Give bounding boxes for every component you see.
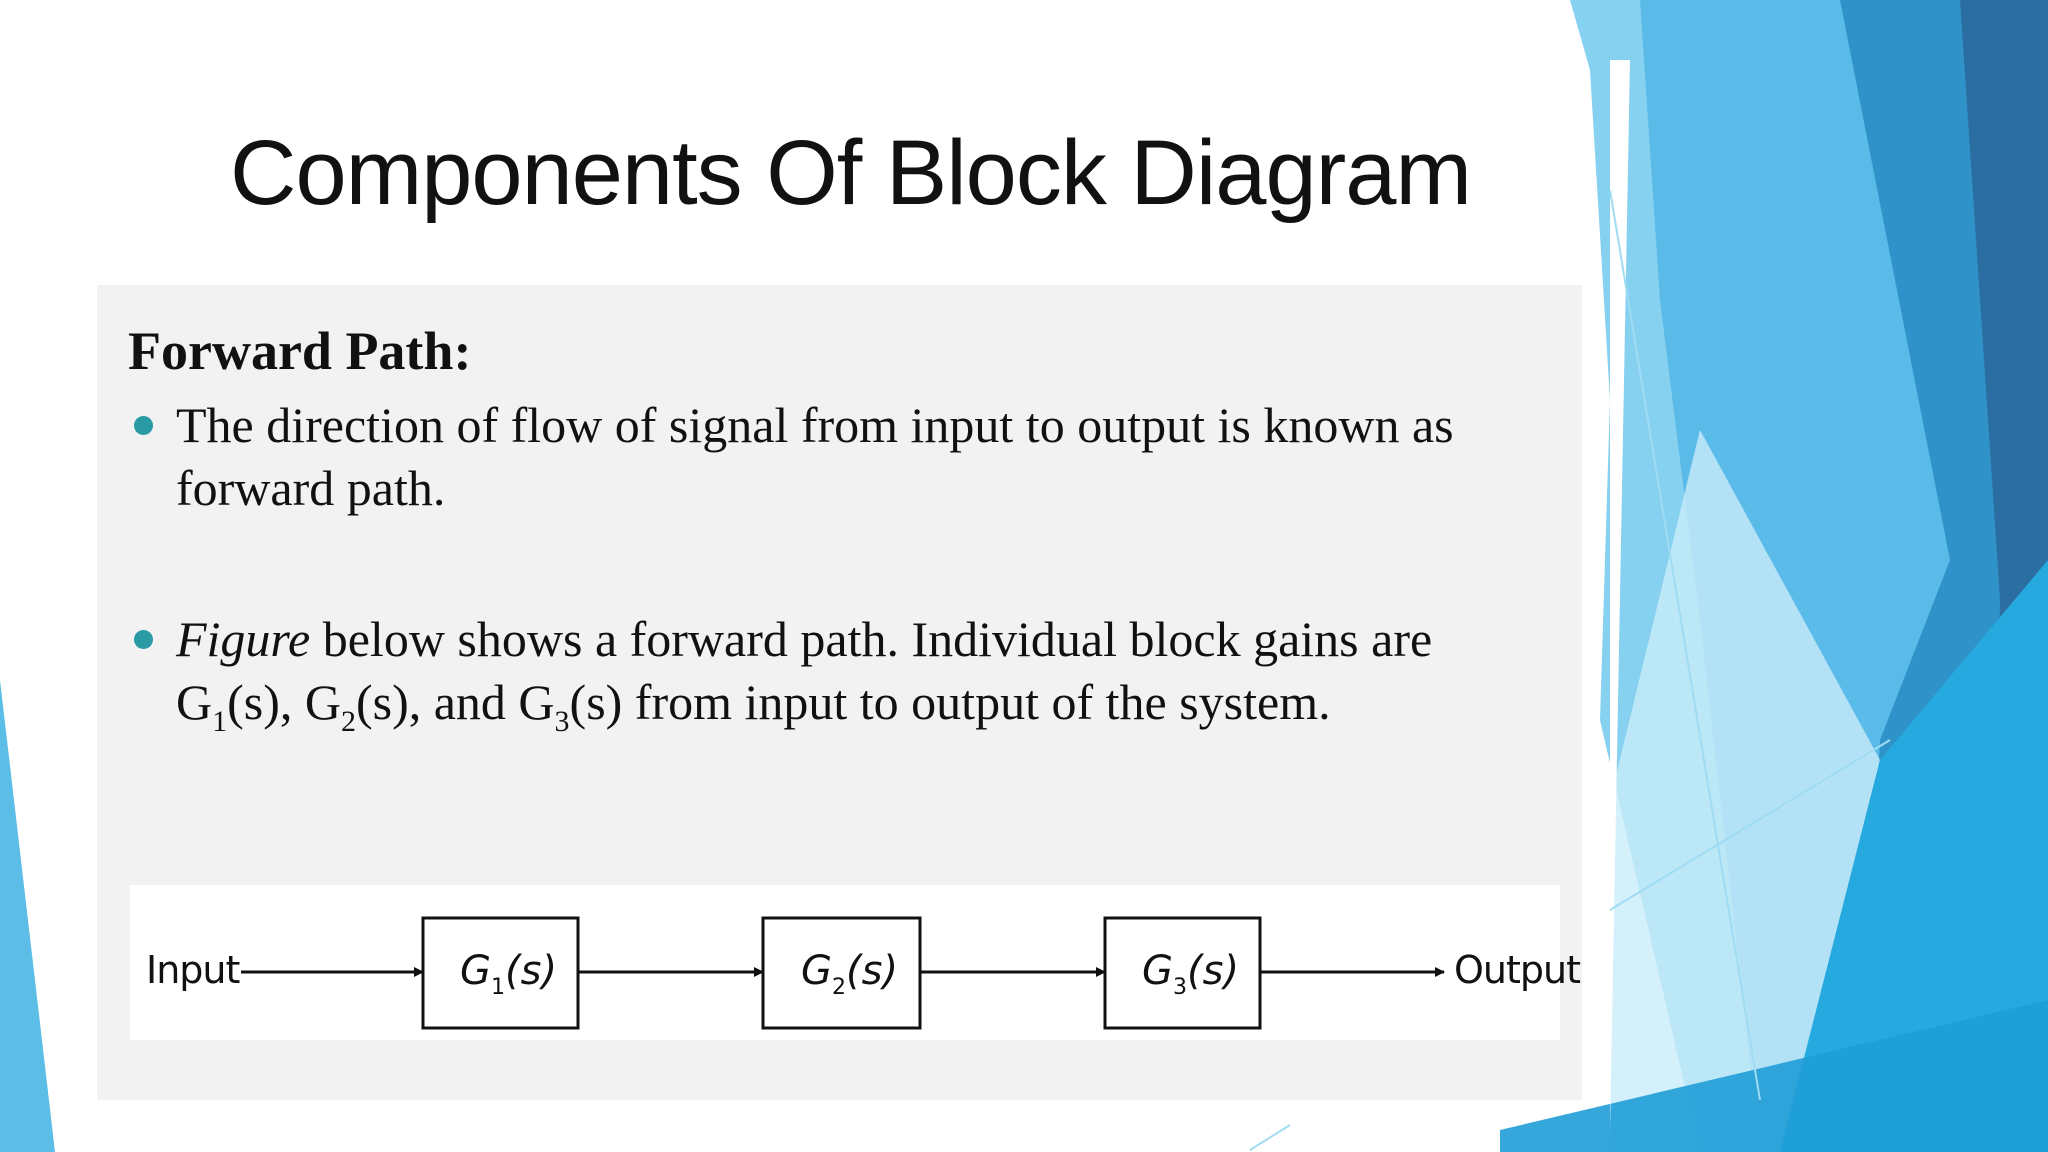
subscript: 3 xyxy=(554,705,570,738)
bullet-figure-description: Figure below shows a forward path. Indiv… xyxy=(134,608,1516,737)
bullet-text-part: (s), G xyxy=(227,674,341,730)
block-label-g3: G3(s) xyxy=(1142,948,1240,999)
figure-word: Figure xyxy=(176,611,311,667)
block-subscript: 2 xyxy=(832,975,846,1000)
slide-title: Components Of Block Diagram xyxy=(230,122,1472,224)
bullet-text: The direction of flow of signal from inp… xyxy=(176,397,1454,516)
block-name: G xyxy=(1142,948,1173,994)
block-g2 xyxy=(761,916,922,1030)
output-label: Output xyxy=(1454,948,1581,992)
bullet-dot-icon xyxy=(134,630,153,649)
block-name: G xyxy=(801,948,832,994)
input-label: Input xyxy=(146,948,240,992)
block-arg: (s) xyxy=(846,948,899,994)
bullet-dot-icon xyxy=(134,416,153,435)
subscript: 1 xyxy=(212,705,228,738)
forward-path-diagram: Input Output G1(s) G2(s) G3(s) xyxy=(130,885,1581,1040)
bullet-text-part: (s), and G xyxy=(355,674,555,730)
block-g1 xyxy=(421,916,580,1030)
subscript: 2 xyxy=(340,705,356,738)
section-heading: Forward Path: xyxy=(128,321,472,381)
bullet-forward-path-definition: The direction of flow of signal from inp… xyxy=(134,394,1516,520)
block-g3 xyxy=(1103,916,1262,1030)
block-arg: (s) xyxy=(1187,948,1240,994)
bullet-text-part: below shows a forward path. Individual b… xyxy=(176,611,1433,730)
bullet-text-part: (s) from input to output of the system. xyxy=(569,674,1331,730)
block-arg: (s) xyxy=(505,948,558,994)
diagram-graphics xyxy=(241,916,1445,1030)
block-label-g2: G2(s) xyxy=(801,948,899,999)
block-name: G xyxy=(460,948,491,994)
block-subscript: 1 xyxy=(491,975,505,1000)
block-label-g1: G1(s) xyxy=(460,948,558,999)
block-subscript: 3 xyxy=(1173,975,1187,1000)
